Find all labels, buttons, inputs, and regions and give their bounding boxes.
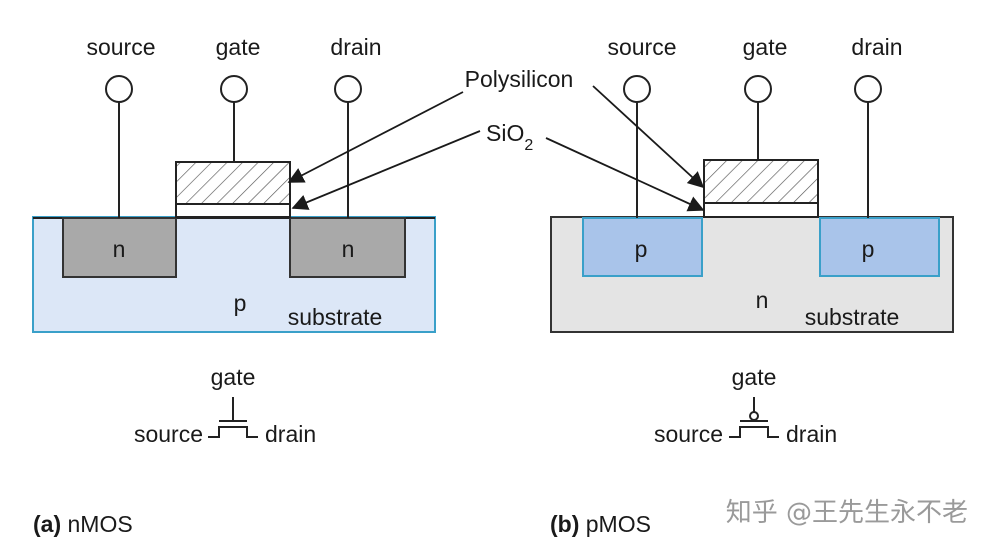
pmos-oxide <box>703 202 819 218</box>
nmos-gate-label: gate <box>216 34 261 60</box>
pmos-caption: (b) pMOS <box>550 511 651 537</box>
nmos-body-label: p <box>234 290 247 316</box>
pmos-gate-terminal <box>744 75 772 103</box>
pmos-symbol-gate-label: gate <box>732 364 777 390</box>
nmos-gate-terminal <box>220 75 248 103</box>
pmos-drain-terminal <box>854 75 882 103</box>
nmos-drain-terminal <box>334 75 362 103</box>
nmos-transistor-symbol <box>208 397 258 438</box>
nmos-symbol-gate-label: gate <box>211 364 256 390</box>
pmos-cross-section: source gate drain p p n substrate gate s… <box>550 34 954 537</box>
polysilicon-arrow-nmos <box>287 91 464 183</box>
nmos-source-terminal <box>105 75 133 103</box>
polysilicon-arrow-pmos <box>592 85 705 189</box>
pmos-source-terminal <box>623 75 651 103</box>
sio2-label: SiO2 <box>486 120 533 154</box>
pmos-right-well <box>819 217 940 277</box>
sio2-arrow-pmos <box>545 137 705 212</box>
sio2-arrow-nmos <box>291 130 481 210</box>
pmos-body-label: n <box>756 287 769 313</box>
callouts: Polysilicon SiO2 <box>287 66 705 212</box>
pmos-left-well <box>582 217 703 277</box>
pmos-symbol-source-label: source <box>654 421 723 447</box>
watermark: 知乎 @王先生永不老 <box>726 498 968 528</box>
nmos-substrate-label: substrate <box>288 304 383 330</box>
nmos-symbol-source-label: source <box>134 421 203 447</box>
nmos-symbol-drain-label: drain <box>265 421 316 447</box>
pmos-right-well-label: p <box>862 236 875 262</box>
nmos-source-label: source <box>86 34 155 60</box>
nmos-oxide <box>175 203 291 218</box>
pmos-polysilicon <box>703 159 819 204</box>
nmos-polysilicon <box>175 161 291 205</box>
pmos-drain-label: drain <box>851 34 902 60</box>
pmos-substrate-label: substrate <box>805 304 900 330</box>
nmos-caption: (a) nMOS <box>33 511 133 537</box>
nmos-cross-section: source gate drain n n p substrate gate s… <box>32 34 436 537</box>
nmos-left-well <box>62 217 177 278</box>
pmos-source-label: source <box>607 34 676 60</box>
pmos-left-well-label: p <box>635 236 648 262</box>
nmos-left-well-label: n <box>113 236 126 262</box>
polysilicon-label: Polysilicon <box>465 66 574 92</box>
pmos-transistor-symbol <box>729 397 779 438</box>
nmos-drain-label: drain <box>330 34 381 60</box>
pmos-symbol-drain-label: drain <box>786 421 837 447</box>
nmos-right-well-label: n <box>342 236 355 262</box>
pmos-gate-label: gate <box>743 34 788 60</box>
